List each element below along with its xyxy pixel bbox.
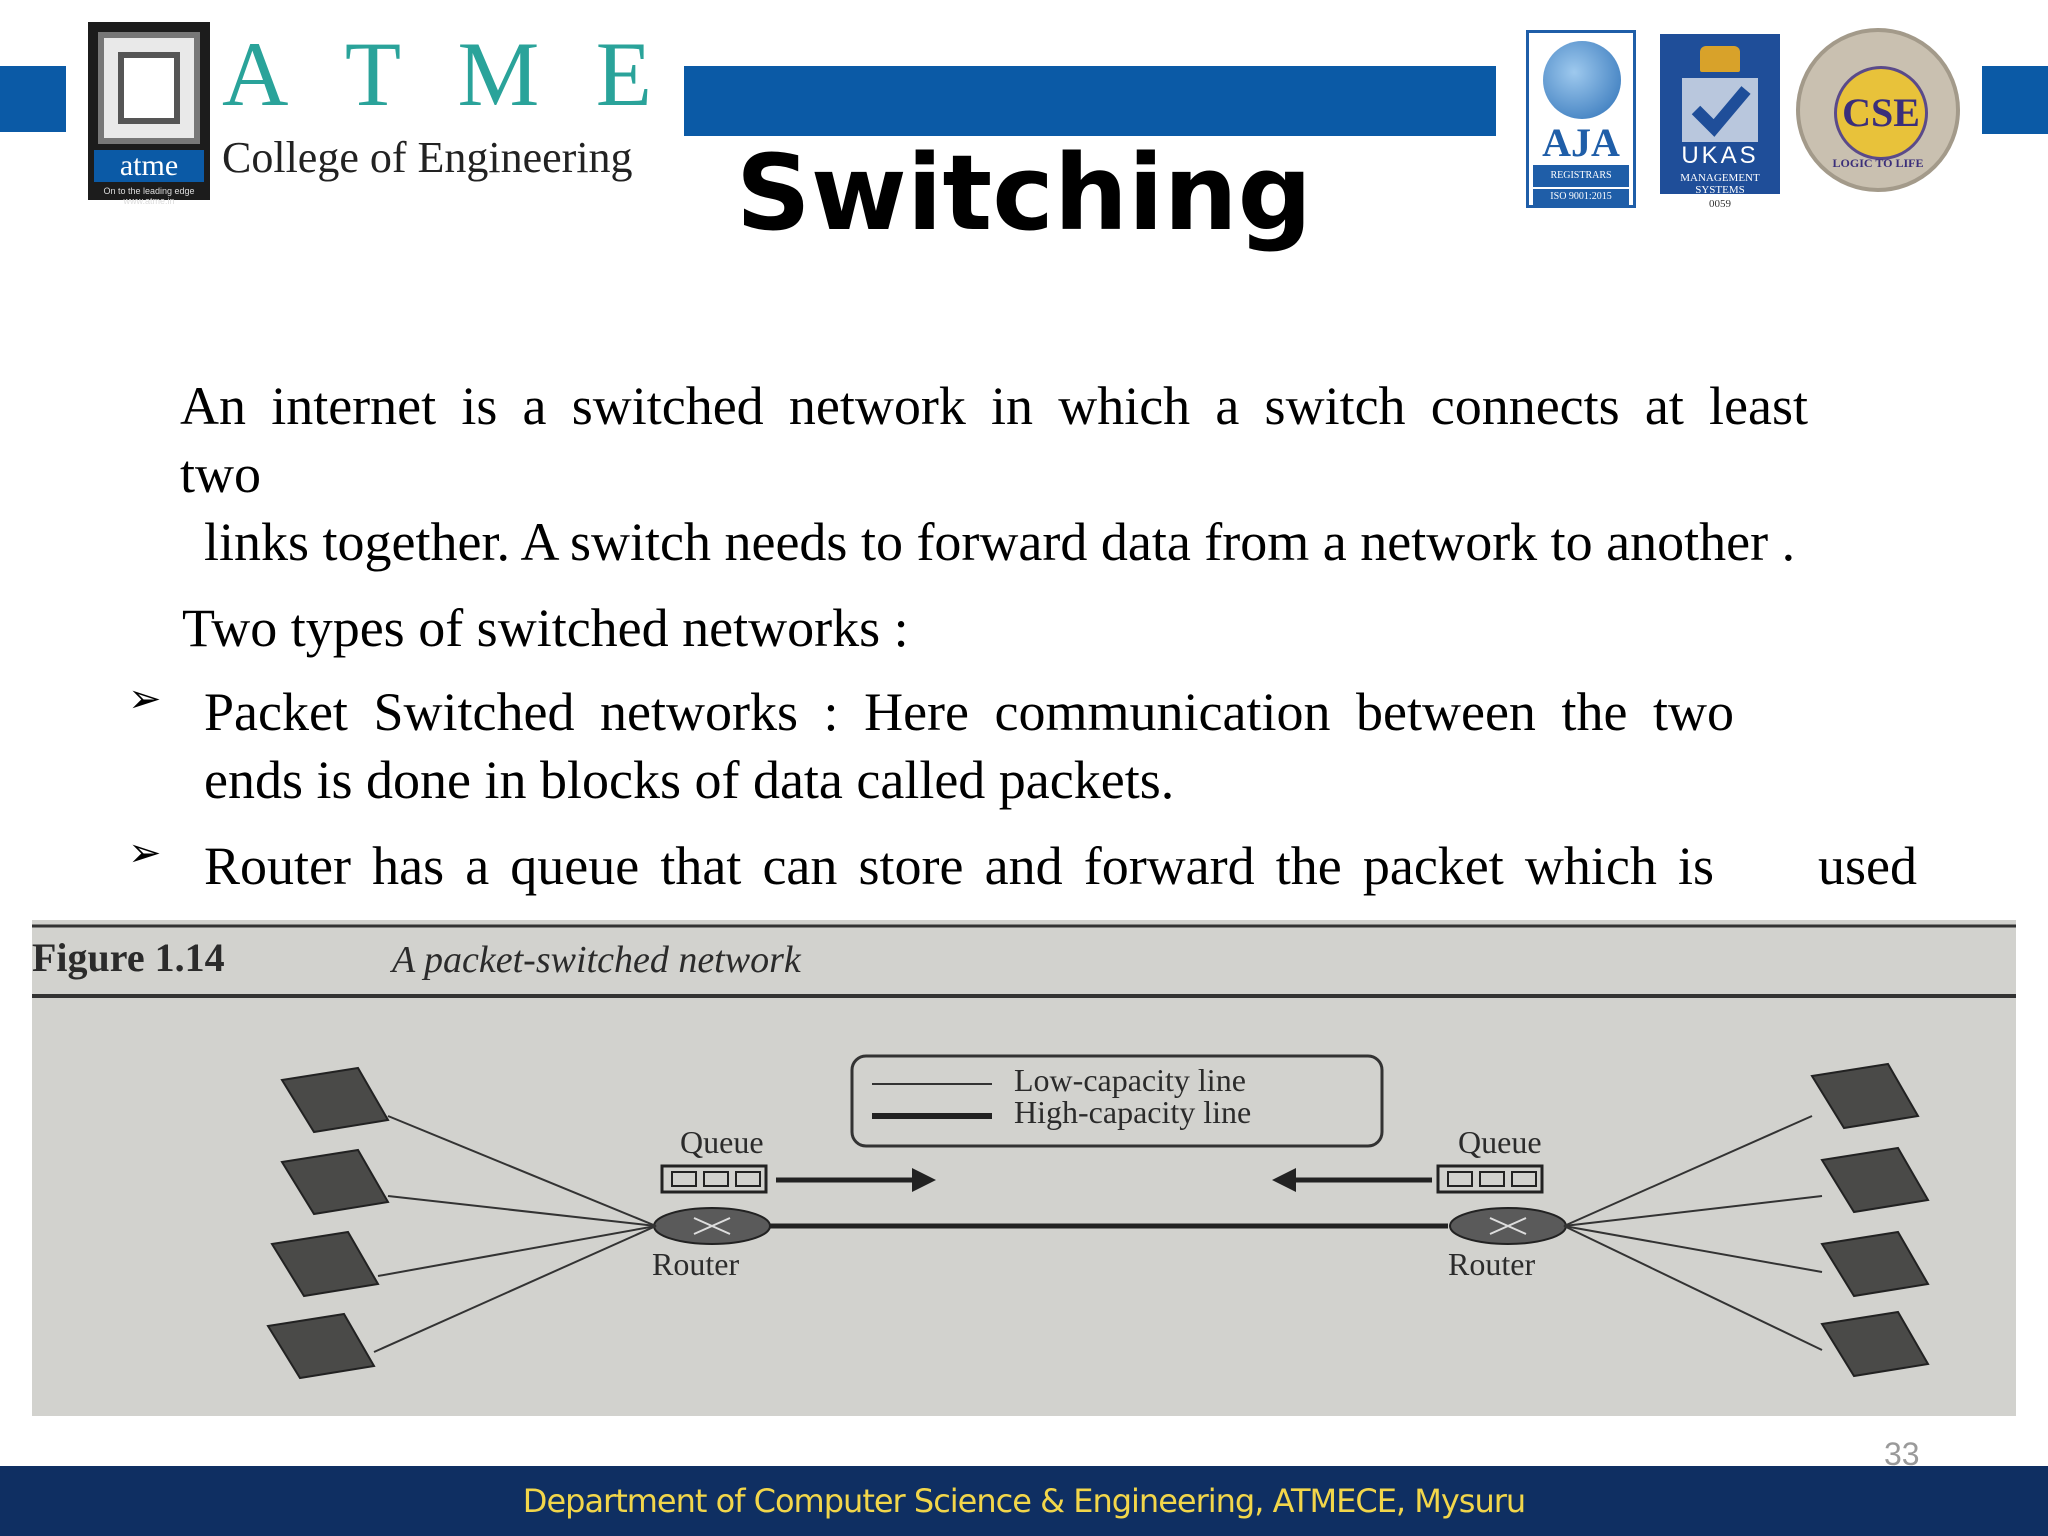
- brand-letters: A T M E: [222, 28, 652, 120]
- footer-text: Department of Computer Science & Enginee…: [522, 1482, 1526, 1520]
- network-diagram: [32, 924, 2016, 1380]
- crown-icon: [1700, 46, 1740, 72]
- slide-title: Switching: [0, 128, 2048, 258]
- globe-icon: [1543, 41, 1621, 119]
- slide-title-text: Switching: [735, 132, 1313, 254]
- cse-emblem: CSE: [1834, 66, 1928, 160]
- header-bar-left: [0, 66, 66, 132]
- brand-letter: T: [344, 23, 402, 125]
- checkmark-icon: [1682, 78, 1758, 142]
- aja-badge: AJA REGISTRARS ISO 9001:2015: [1526, 30, 1636, 208]
- aja-iso: ISO 9001:2015: [1533, 189, 1629, 205]
- brand-letter: E: [595, 23, 652, 125]
- ukas-sub: MANAGEMENT SYSTEMS: [1680, 172, 1760, 196]
- footer-bar: Department of Computer Science & Enginee…: [0, 1466, 2048, 1536]
- paragraph-line: links together. A switch needs to forwar…: [204, 512, 1796, 572]
- figure-caption: A packet-switched network: [392, 939, 801, 981]
- logo-name: atme: [94, 150, 204, 182]
- router-label-left: Router: [652, 1246, 740, 1282]
- bullet-text: Packet Switched networks : Here communic…: [204, 682, 1734, 742]
- bullet-text-end: used: [1818, 836, 1917, 896]
- brand-letter: M: [457, 23, 540, 125]
- bullet-text: Router has a queue that can store and fo…: [204, 836, 1714, 896]
- aja-name: AJA: [1542, 120, 1620, 165]
- brand-letter: A: [222, 23, 289, 125]
- ukas-number: 0059: [1709, 198, 1731, 210]
- legend-low-capacity: Low-capacity line: [1014, 1062, 1246, 1098]
- bullet-text: ends is done in blocks of data called pa…: [204, 750, 1175, 810]
- arrow-bullet-icon: ➢: [128, 830, 162, 876]
- queue-label-right: Queue: [1458, 1124, 1542, 1160]
- college-logo: atme On to the leading edge www.atme.in: [88, 22, 210, 206]
- logo-tagline: On to the leading edge www.atme.in: [103, 186, 195, 206]
- aja-registrars: REGISTRARS: [1533, 165, 1629, 187]
- brand-subtitle: College of Engineering: [222, 133, 633, 182]
- logo-emblem: [98, 32, 200, 144]
- ukas-badge: UKAS MANAGEMENT SYSTEMS: [1660, 34, 1780, 196]
- arrow-bullet-icon: ➢: [128, 676, 162, 722]
- paragraph-line: two: [180, 444, 261, 504]
- legend-high-capacity: High-capacity line: [1014, 1094, 1252, 1130]
- router-label-right: Router: [1448, 1246, 1536, 1282]
- ukas-name: UKAS: [1681, 142, 1759, 169]
- paragraph-line: An internet is a switched network in whi…: [180, 376, 1808, 436]
- header-bar-center: [684, 66, 1496, 136]
- queue-label-left: Queue: [680, 1124, 764, 1160]
- figure-number: Figure 1.14: [32, 935, 225, 980]
- cse-ring-text: LOGIC TO LIFE: [1832, 156, 1924, 170]
- types-heading: Two types of switched networks :: [182, 598, 909, 658]
- cse-badge: CSE LOGIC TO LIFE: [1796, 28, 1960, 192]
- header-bar-right: [1982, 66, 2048, 134]
- cse-name: CSE: [1842, 90, 1920, 135]
- packet-switched-figure: Figure 1.14 A packet-switched network Lo…: [32, 920, 2016, 1416]
